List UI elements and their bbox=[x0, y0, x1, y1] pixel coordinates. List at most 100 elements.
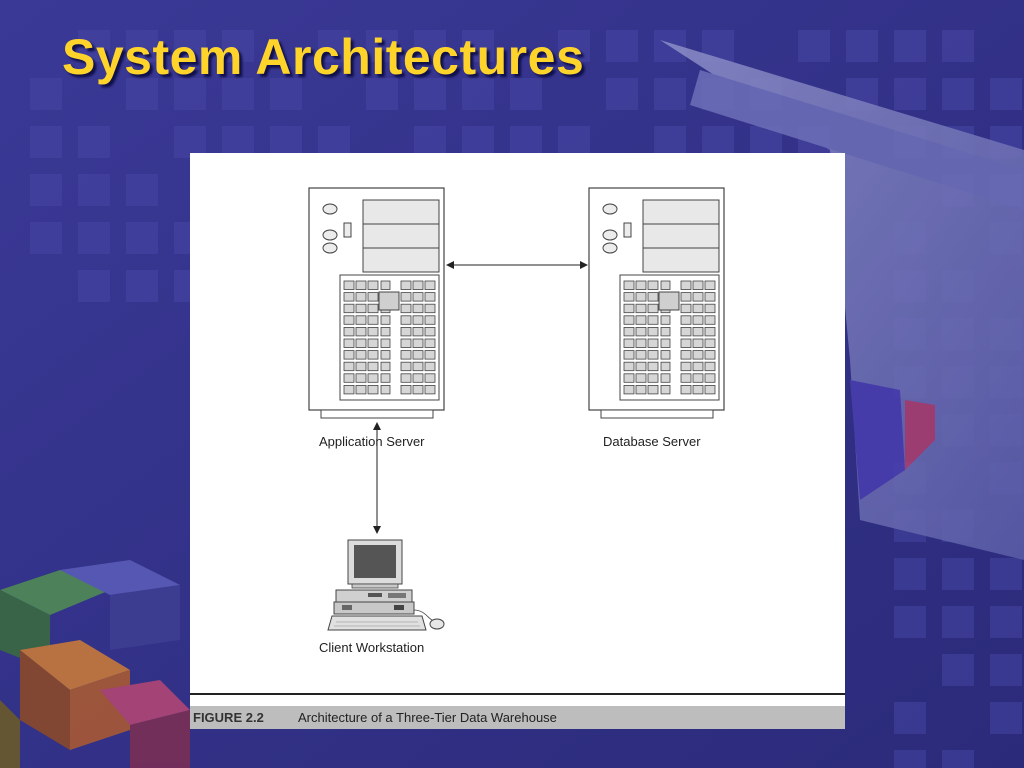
background-tile bbox=[462, 78, 494, 110]
disk-slot bbox=[412, 326, 424, 337]
disk-slot bbox=[367, 384, 379, 395]
disk-slot bbox=[623, 350, 635, 360]
disk-slot bbox=[660, 280, 671, 290]
disk-slot bbox=[680, 280, 692, 290]
disk-slot bbox=[367, 292, 379, 302]
client-workstation-icon bbox=[327, 539, 445, 631]
disk-slot bbox=[424, 326, 436, 337]
disk-slot bbox=[380, 373, 391, 383]
disk-slot bbox=[635, 292, 647, 302]
background-tile bbox=[942, 78, 974, 110]
disk-slot bbox=[343, 303, 355, 314]
disk-slot bbox=[343, 361, 355, 372]
application-server-icon bbox=[308, 187, 445, 419]
background-tile bbox=[894, 702, 926, 734]
background-tile bbox=[894, 606, 926, 638]
disk-slot bbox=[647, 338, 659, 348]
disk-slot bbox=[647, 292, 659, 302]
disk-slot bbox=[704, 280, 716, 290]
server-button bbox=[322, 229, 338, 241]
disk-slot bbox=[704, 350, 716, 360]
background-tile bbox=[222, 126, 254, 158]
figure-panel: Application Server Database Server Clien… bbox=[190, 153, 845, 729]
disk-slot bbox=[660, 315, 671, 325]
disk-slot bbox=[692, 303, 704, 314]
disk-slot bbox=[680, 373, 692, 383]
disk-slot bbox=[380, 361, 391, 372]
disk-slot bbox=[355, 280, 367, 290]
background-tile bbox=[414, 30, 446, 62]
disk-slot bbox=[355, 303, 367, 314]
disk-slot bbox=[400, 338, 412, 348]
disk-slot bbox=[623, 326, 635, 337]
background-tile bbox=[942, 30, 974, 62]
background-tile bbox=[894, 558, 926, 590]
drive-bay bbox=[362, 199, 440, 225]
background-tile bbox=[462, 30, 494, 62]
drive-bay bbox=[642, 247, 720, 273]
background-tile bbox=[318, 126, 350, 158]
background-tile bbox=[990, 78, 1022, 110]
disk-slot bbox=[660, 361, 671, 372]
disk-slot bbox=[343, 350, 355, 360]
disk-slot bbox=[424, 303, 436, 314]
slide-title: System Architectures bbox=[62, 29, 585, 85]
disk-slot bbox=[704, 361, 716, 372]
disk-slot bbox=[400, 350, 412, 360]
background-tile bbox=[174, 30, 206, 62]
disk-slot bbox=[367, 361, 379, 372]
background-tile bbox=[990, 702, 1022, 734]
disk-slot bbox=[343, 326, 355, 337]
background-tile bbox=[702, 126, 734, 158]
disk-slot bbox=[412, 292, 424, 302]
disk-slot bbox=[424, 384, 436, 395]
disk-slot bbox=[704, 326, 716, 337]
disk-slot bbox=[424, 361, 436, 372]
background-tile bbox=[222, 30, 254, 62]
figure-caption: Architecture of a Three-Tier Data Wareho… bbox=[298, 710, 557, 725]
disk-slot bbox=[680, 361, 692, 372]
disk-slot bbox=[647, 384, 659, 395]
disk-module bbox=[658, 291, 680, 311]
server-key-slot bbox=[623, 222, 632, 238]
background-tile bbox=[318, 30, 350, 62]
disk-slot bbox=[355, 373, 367, 383]
background-tile bbox=[942, 750, 974, 768]
disk-slot bbox=[635, 384, 647, 395]
background-tile bbox=[414, 78, 446, 110]
background-tile bbox=[942, 558, 974, 590]
background-tile bbox=[30, 78, 62, 110]
disk-slot bbox=[680, 315, 692, 325]
background-tile bbox=[78, 174, 110, 206]
disk-slot bbox=[635, 315, 647, 325]
background-tile bbox=[606, 30, 638, 62]
disk-slot bbox=[412, 338, 424, 348]
disk-slot bbox=[647, 303, 659, 314]
disk-slot bbox=[412, 303, 424, 314]
background-tile bbox=[126, 270, 158, 302]
disk-slot bbox=[704, 315, 716, 325]
disk-slot bbox=[647, 373, 659, 383]
disk-slot bbox=[367, 338, 379, 348]
background-tile bbox=[78, 270, 110, 302]
server-button bbox=[602, 203, 618, 215]
cubes-graphic bbox=[0, 560, 190, 768]
disk-slot bbox=[692, 315, 704, 325]
background-tile bbox=[894, 30, 926, 62]
background-tile bbox=[126, 174, 158, 206]
disk-slot bbox=[692, 373, 704, 383]
server-base bbox=[600, 409, 714, 419]
disk-slot bbox=[355, 326, 367, 337]
disk-slot bbox=[367, 280, 379, 290]
disk-slot bbox=[355, 384, 367, 395]
background-tile bbox=[558, 126, 590, 158]
disk-slot bbox=[623, 292, 635, 302]
disk-slot bbox=[660, 338, 671, 348]
disk-slot bbox=[355, 315, 367, 325]
disk-slot bbox=[680, 326, 692, 337]
disk-slot bbox=[400, 326, 412, 337]
disk-slot bbox=[412, 315, 424, 325]
disk-slot bbox=[343, 338, 355, 348]
disk-slot bbox=[680, 384, 692, 395]
background-tile bbox=[462, 126, 494, 158]
